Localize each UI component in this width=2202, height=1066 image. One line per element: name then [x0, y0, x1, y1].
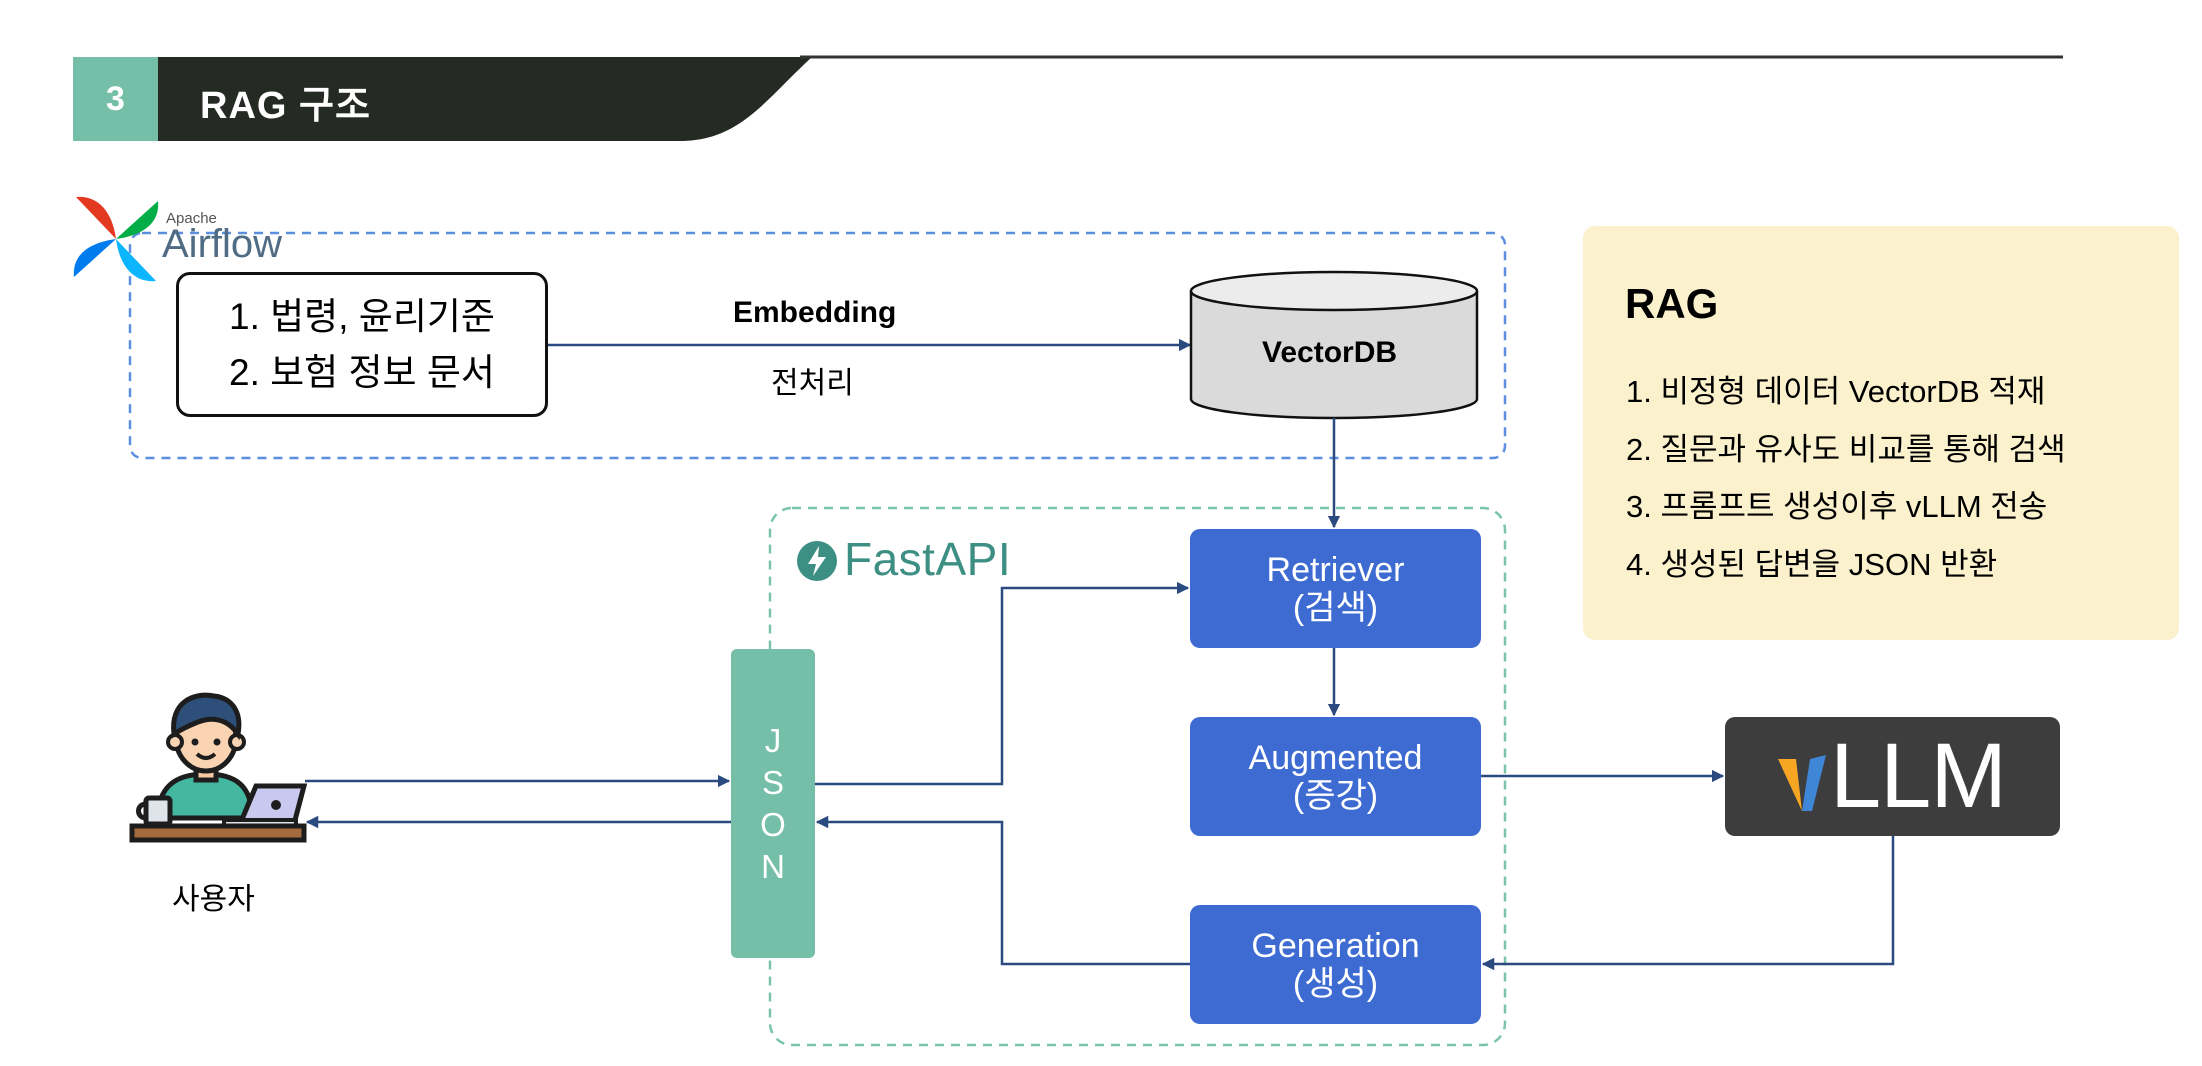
json-letter: O [760, 805, 786, 843]
vectordb-label: VectorDB [1262, 336, 1398, 369]
page-title: RAG 구조 [200, 85, 371, 127]
vllm-box [1725, 717, 2060, 836]
retriever-subtitle: (검색) [1292, 588, 1379, 627]
json-letter: N [761, 847, 785, 885]
airflow-label: Airflow [162, 222, 283, 266]
rag-info-item: 4. 생성된 답변을 JSON 반환 [1626, 546, 1998, 582]
source-documents-box: 1. 법령, 윤리기준 2. 보험 정보 문서 [176, 272, 548, 417]
retriever-title: Retriever [1266, 550, 1405, 589]
json-bar: J S O N [731, 649, 815, 958]
user-label: 사용자 [172, 883, 255, 916]
airflow-container [128, 231, 1507, 460]
rag-info-item: 3. 프롬프트 생성이후 vLLM 전송 [1626, 489, 2048, 524]
rag-info-panel [1583, 226, 2179, 640]
json-letter: S [761, 763, 784, 801]
airflow-apache-label: Apache [166, 210, 217, 227]
generation-subtitle: (생성) [1292, 964, 1379, 1003]
augmented-box: Augmented (증강) [1190, 717, 1481, 836]
rag-info-item: 1. 비정형 데이터 VectorDB 적재 [1626, 374, 2046, 409]
generation-title: Generation [1251, 926, 1420, 965]
airflow-pinwheel-icon [73, 196, 159, 282]
vllm-logo-icon [1778, 755, 1826, 811]
embedding-label: Embedding [733, 296, 897, 329]
generation-to-json-arrow [815, 815, 1190, 966]
augmented-subtitle: (증강) [1292, 776, 1379, 815]
json-letter: J [764, 721, 782, 759]
vllm-to-generation-arrow [1481, 836, 1895, 971]
user-at-laptop-icon [129, 692, 308, 843]
section-number: 3 [73, 57, 158, 141]
fastapi-icon [797, 541, 837, 581]
augmented-title: Augmented [1248, 738, 1423, 777]
vllm-label: LLM [1830, 725, 2007, 827]
preprocessing-label: 전처리 [771, 367, 854, 400]
fastapi-label: FastAPI [844, 533, 1012, 585]
vectordb-cylinder [1189, 270, 1479, 420]
header-bar [73, 55, 2063, 141]
rag-info-item: 2. 질문과 유사도 비교를 통해 검색 [1626, 431, 2066, 467]
rag-info-title: RAG [1625, 280, 1719, 327]
rag-info-list: 1. 비정형 데이터 VectorDB 적재 2. 질문과 유사도 비교를 통해… [1626, 370, 2066, 600]
retriever-box: Retriever (검색) [1190, 529, 1481, 648]
source-item: 1. 법령, 윤리기준 [229, 295, 495, 337]
generation-box: Generation (생성) [1190, 905, 1481, 1024]
source-item: 2. 보험 정보 문서 [229, 351, 495, 393]
json-to-retriever-arrow [815, 581, 1190, 786]
